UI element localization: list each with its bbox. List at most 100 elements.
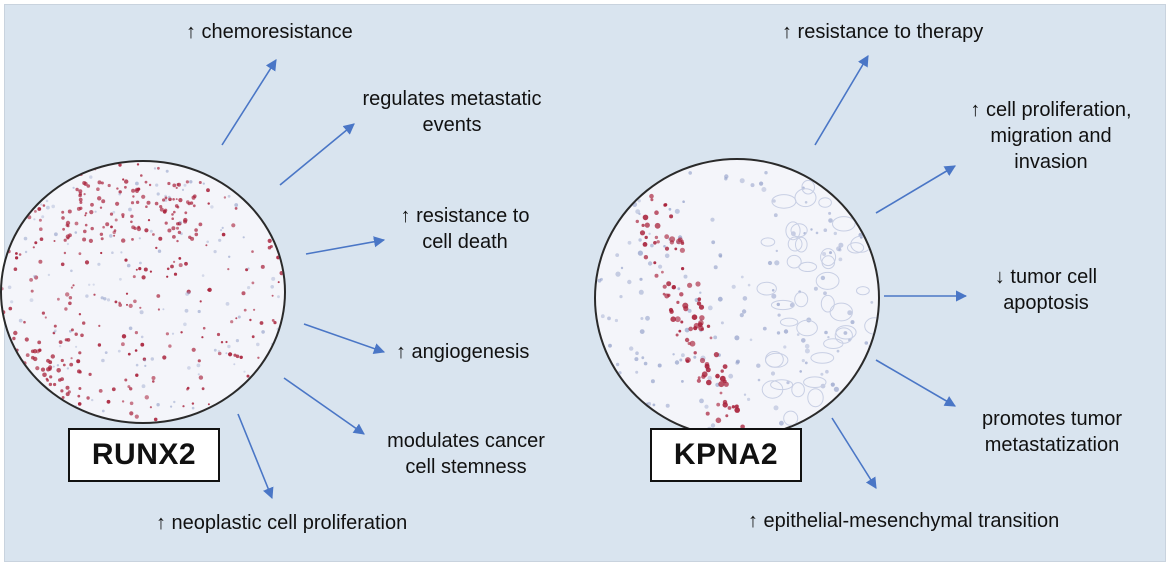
cartilage-lacuna xyxy=(856,286,870,296)
cell-nucleus xyxy=(107,183,111,188)
cartilage-lacuna xyxy=(794,188,817,208)
cell-nucleus xyxy=(799,370,802,373)
cartilage-lacuna xyxy=(779,317,799,327)
cell-nucleus xyxy=(97,343,102,347)
cell-nucleus xyxy=(141,194,146,199)
cell-nucleus xyxy=(756,363,761,368)
cell-nucleus xyxy=(114,300,118,304)
cell-nucleus xyxy=(135,363,139,367)
cell-nucleus xyxy=(85,294,89,298)
cell-nucleus xyxy=(822,252,827,256)
cell-nucleus xyxy=(99,206,103,209)
cell-nucleus xyxy=(134,414,139,419)
cell-nucleus xyxy=(804,348,810,354)
cell-nucleus xyxy=(38,218,42,222)
cell-nucleus xyxy=(44,316,47,319)
cell-nucleus xyxy=(774,260,780,266)
cell-nucleus xyxy=(650,243,654,248)
cell-nucleus xyxy=(115,201,120,206)
cell-nucleus xyxy=(168,197,172,202)
cell-nucleus xyxy=(82,237,87,242)
effect-resistance-therapy: ↑ resistance to therapy xyxy=(782,21,984,43)
cell-nucleus xyxy=(162,355,167,360)
cell-nucleus xyxy=(259,321,264,325)
cell-nucleus xyxy=(144,395,149,400)
cell-nucleus xyxy=(171,226,176,231)
cell-nucleus xyxy=(131,188,136,193)
effect-apoptosis-line1: ↓ tumor cell xyxy=(994,266,1098,288)
arrow-to-emt xyxy=(831,417,877,489)
cell-nucleus xyxy=(109,234,113,238)
cell-nucleus xyxy=(231,223,236,228)
cell-nucleus xyxy=(654,273,659,278)
cell-nucleus xyxy=(130,201,135,205)
cell-nucleus xyxy=(100,237,104,241)
cell-nucleus xyxy=(126,263,131,268)
cell-nucleus xyxy=(89,210,94,215)
cell-nucleus xyxy=(770,371,776,376)
cartilage-lacuna xyxy=(820,294,835,313)
cell-nucleus xyxy=(23,320,26,324)
cell-nucleus xyxy=(201,336,204,339)
cell-nucleus xyxy=(173,210,176,214)
cell-nucleus xyxy=(154,201,159,206)
cell-nucleus xyxy=(102,225,105,229)
cell-nucleus xyxy=(783,345,787,349)
cell-nucleus xyxy=(86,396,90,400)
cell-nucleus xyxy=(171,213,174,216)
cell-nucleus xyxy=(189,180,193,184)
cell-nucleus xyxy=(54,329,57,332)
cell-nucleus xyxy=(735,361,740,365)
cell-nucleus xyxy=(199,300,202,303)
cell-nucleus xyxy=(104,351,108,354)
cell-nucleus xyxy=(710,217,715,222)
cell-nucleus xyxy=(127,352,131,356)
cell-nucleus xyxy=(668,307,674,313)
cell-nucleus xyxy=(24,250,28,254)
cell-nucleus xyxy=(228,352,233,357)
cell-nucleus xyxy=(640,317,644,320)
cell-nucleus xyxy=(166,275,169,278)
cell-nucleus xyxy=(233,363,236,366)
cell-nucleus xyxy=(776,302,780,307)
cartilage-lacuna xyxy=(835,325,857,340)
cell-nucleus xyxy=(184,211,188,215)
arrow-to-chemoresistance xyxy=(221,59,277,146)
cell-nucleus xyxy=(129,387,133,391)
cell-nucleus xyxy=(147,219,151,222)
cell-nucleus xyxy=(643,255,649,260)
cell-nucleus xyxy=(66,236,70,240)
arrow-to-cell-death xyxy=(305,236,386,255)
cell-nucleus xyxy=(823,228,828,232)
cell-nucleus xyxy=(627,279,632,285)
cell-nucleus xyxy=(221,232,226,237)
cell-nucleus xyxy=(75,187,79,192)
cell-nucleus xyxy=(110,225,113,229)
cell-nucleus xyxy=(129,401,134,406)
cell-nucleus xyxy=(638,289,644,295)
cell-nucleus xyxy=(79,201,83,204)
cell-nucleus xyxy=(111,251,114,254)
cell-nucleus xyxy=(674,316,681,323)
cell-nucleus xyxy=(185,180,189,184)
cell-nucleus xyxy=(100,181,104,185)
cell-nucleus xyxy=(230,320,234,324)
cell-nucleus xyxy=(196,363,201,368)
effect-tumor-metastatization: promotes tumor metastatization xyxy=(952,406,1152,458)
cell-nucleus xyxy=(713,352,719,358)
cell-nucleus xyxy=(777,313,781,317)
cell-nucleus xyxy=(121,238,126,243)
cell-nucleus xyxy=(641,356,645,360)
cell-nucleus xyxy=(144,180,148,184)
cell-nucleus xyxy=(31,355,35,360)
cell-nucleus xyxy=(709,336,713,340)
cell-nucleus xyxy=(131,238,134,241)
effect-metast-line2: metastatization xyxy=(984,434,1120,456)
cell-nucleus xyxy=(118,192,121,196)
cell-nucleus xyxy=(223,196,227,199)
cell-nucleus xyxy=(178,263,183,268)
cell-nucleus xyxy=(620,266,624,270)
cell-nucleus xyxy=(210,205,214,209)
cell-nucleus xyxy=(171,217,174,220)
cell-nucleus xyxy=(15,256,19,260)
